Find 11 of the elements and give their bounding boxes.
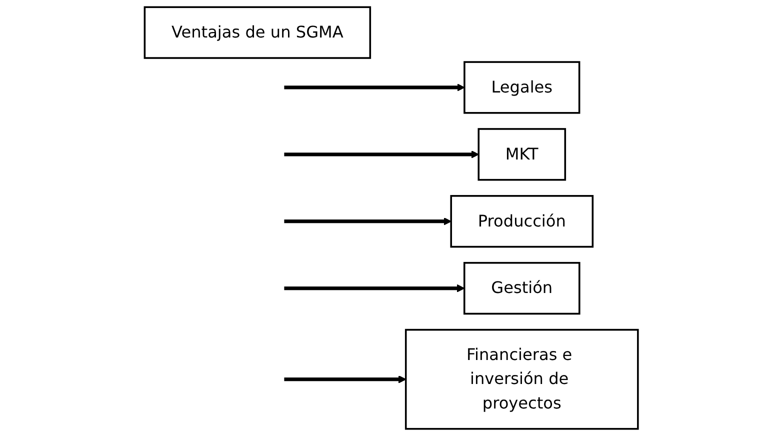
arrow <box>284 217 452 226</box>
arrow <box>284 284 465 292</box>
node-box: Ventajas de un SGMA <box>144 6 372 59</box>
node-box: Producción <box>450 195 594 248</box>
node-box: MKT <box>478 128 566 181</box>
node-box: Gestión <box>464 262 580 315</box>
arrow <box>284 84 465 92</box>
node-box: Legales <box>464 61 580 114</box>
arrow <box>284 375 406 384</box>
arrow <box>284 150 480 158</box>
node-box: Financieras e inversión de proyectos <box>405 328 639 430</box>
